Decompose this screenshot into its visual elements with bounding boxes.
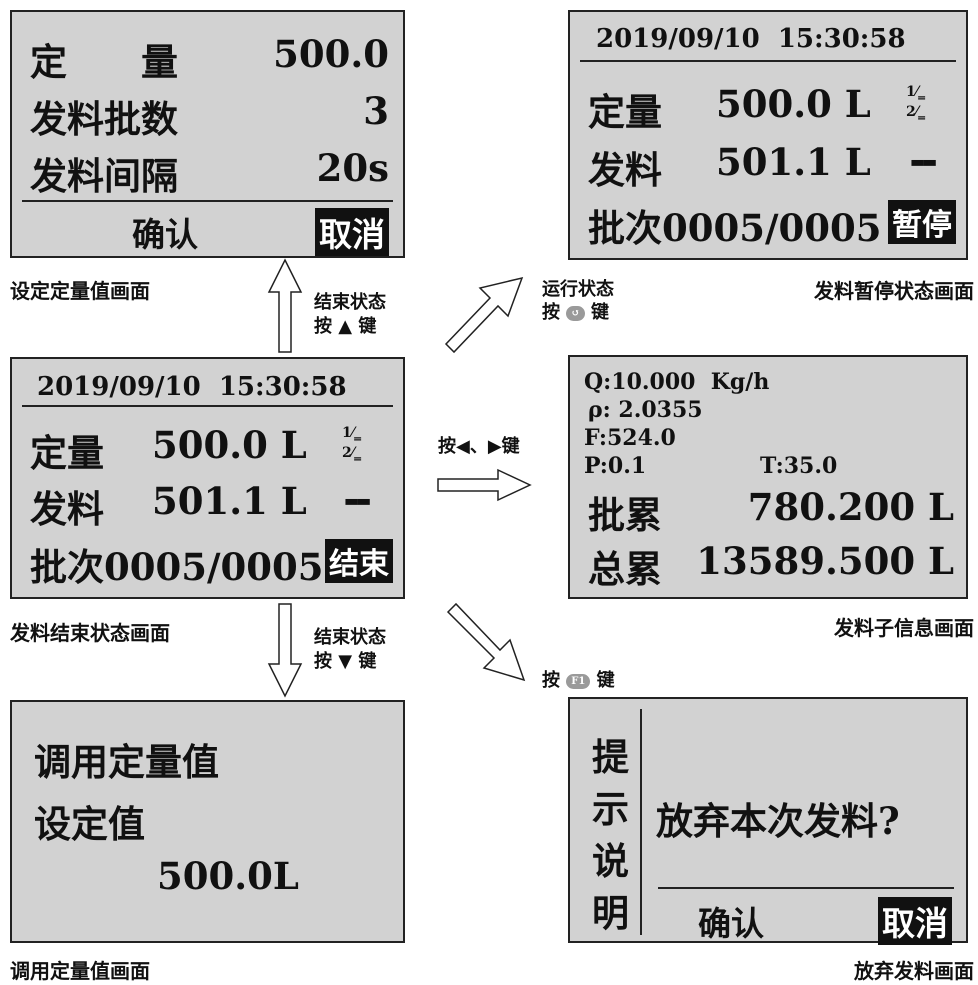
quota-value: 500.0 L <box>716 82 871 126</box>
temperature: T:35.0 <box>760 453 838 479</box>
f1-label: 按 F1 键 <box>542 666 615 692</box>
vertical-divider <box>640 709 642 935</box>
hint-char-3: 说 <box>592 839 629 883</box>
divider <box>22 405 393 407</box>
f1-label-press: 按 <box>542 670 560 691</box>
abandon-feed-caption: 放弃发料画面 <box>854 959 974 983</box>
datetime: 2019/09/10 15:30:58 <box>37 372 347 402</box>
datetime: 2019/09/10 15:30:58 <box>596 24 906 54</box>
feed-end-caption: 发料结束状态画面 <box>10 621 170 645</box>
batch-counter: 批次0005/0005 <box>30 545 324 589</box>
feed-pause-caption: 发料暂停状态画面 <box>814 279 974 303</box>
right-arrow <box>437 468 532 502</box>
confirm-button[interactable]: 确认 <box>132 215 198 254</box>
feed-info-screen: Q:10.000 Kg/h ρ: 2.0355 F:524.0 P:0.1 T:… <box>568 355 968 599</box>
divider <box>22 200 393 202</box>
cancel-button[interactable]: 取消 <box>878 897 952 945</box>
left-right-key-label: 按◀、▶键 <box>438 436 520 457</box>
frequency: F:524.0 <box>584 425 676 451</box>
quota-label: 定量 <box>30 431 104 475</box>
quota-value: 500.0 L <box>152 423 307 467</box>
call-line-2: 设定值 <box>34 802 145 846</box>
feeder-icon: ▬▬ <box>910 152 937 171</box>
up-label-line2: 按 ▲ 键 <box>314 316 377 337</box>
abandon-feed-screen: 提 示 说 明 放弃本次发料? 确认 取消 <box>568 697 968 945</box>
outlet-1-status-icon: 1⁄‗ <box>906 84 926 100</box>
density: ρ: 2.0355 <box>588 397 703 423</box>
feed-label: 发料 <box>588 148 662 192</box>
quota-value: 500.0 <box>273 32 389 76</box>
abandon-question: 放弃本次发料? <box>656 799 900 843</box>
up-label-line1: 结束状态 <box>314 292 386 313</box>
confirm-button[interactable]: 确认 <box>698 904 764 943</box>
down-label-line2: 按 ▼ 键 <box>314 651 377 672</box>
feed-value: 501.1 L <box>716 140 871 184</box>
set-quota-screen: 定 量 500.0 发料批数 3 发料间隔 20s 确认 取消 <box>10 10 405 258</box>
batch-total-value: 780.200 L <box>747 485 954 529</box>
outlet-2-status-icon: 2⁄‗ <box>906 104 926 120</box>
f1-label-key: 键 <box>596 670 615 691</box>
quota-label: 定量 <box>588 90 662 134</box>
pressure: P:0.1 <box>584 453 647 479</box>
batches-label: 发料批数 <box>30 97 178 141</box>
run-key-icon: ↺ <box>566 305 585 321</box>
call-value: 500.0L <box>157 854 299 898</box>
up-arrow <box>267 258 303 353</box>
interval-label: 发料间隔 <box>30 154 178 198</box>
hint-char-1: 提 <box>592 735 629 779</box>
down-label-line1: 结束状态 <box>314 627 386 648</box>
run-state-arrow <box>444 276 524 354</box>
feed-info-caption: 发料子信息画面 <box>834 616 974 640</box>
feeder-icon: ▬▬ <box>344 491 371 510</box>
flow-rate: Q:10.000 Kg/h <box>584 369 770 395</box>
grand-total-label: 总累 <box>588 547 662 591</box>
divider <box>658 887 954 889</box>
interval-value: 20s <box>316 146 389 190</box>
feed-value: 501.1 L <box>152 479 307 523</box>
cancel-button[interactable]: 取消 <box>315 208 389 256</box>
feed-pause-screen: 2019/09/10 15:30:58 定量 500.0 L 1⁄‗ 2⁄‗ 发… <box>568 10 968 260</box>
run-label-press: 按 <box>542 302 560 323</box>
set-quota-caption: 设定定量值画面 <box>10 279 150 303</box>
outlet-2-status-icon: 2⁄‗ <box>342 445 362 461</box>
grand-total-value: 13589.500 L <box>696 539 954 583</box>
quota-label: 定 量 <box>30 40 178 84</box>
feed-end-screen: 2019/09/10 15:30:58 定量 500.0 L 1⁄‗ 2⁄‗ 发… <box>10 357 405 599</box>
outlet-1-status-icon: 1⁄‗ <box>342 425 362 441</box>
run-label-line1: 运行状态 <box>542 279 614 300</box>
batch-total-label: 批累 <box>588 493 662 537</box>
hint-char-2: 示 <box>592 787 629 831</box>
hint-char-4: 明 <box>592 891 629 935</box>
end-status-badge: 结束 <box>325 539 393 583</box>
down-arrow <box>267 603 303 698</box>
batches-value: 3 <box>363 89 389 133</box>
pause-status-badge: 暂停 <box>888 200 956 244</box>
feed-label: 发料 <box>30 487 104 531</box>
f1-key-icon: F1 <box>566 673 591 689</box>
call-line-1: 调用定量值 <box>34 740 219 784</box>
f1-arrow <box>446 602 526 682</box>
call-quota-screen: 调用定量值 设定值 500.0L <box>10 700 405 943</box>
batch-counter: 批次0005/0005 <box>588 206 882 250</box>
run-label-line2: 按 ↺ 键 <box>542 298 609 324</box>
call-quota-caption: 调用定量值画面 <box>10 959 150 983</box>
divider <box>580 60 956 62</box>
run-label-key: 键 <box>590 302 609 323</box>
